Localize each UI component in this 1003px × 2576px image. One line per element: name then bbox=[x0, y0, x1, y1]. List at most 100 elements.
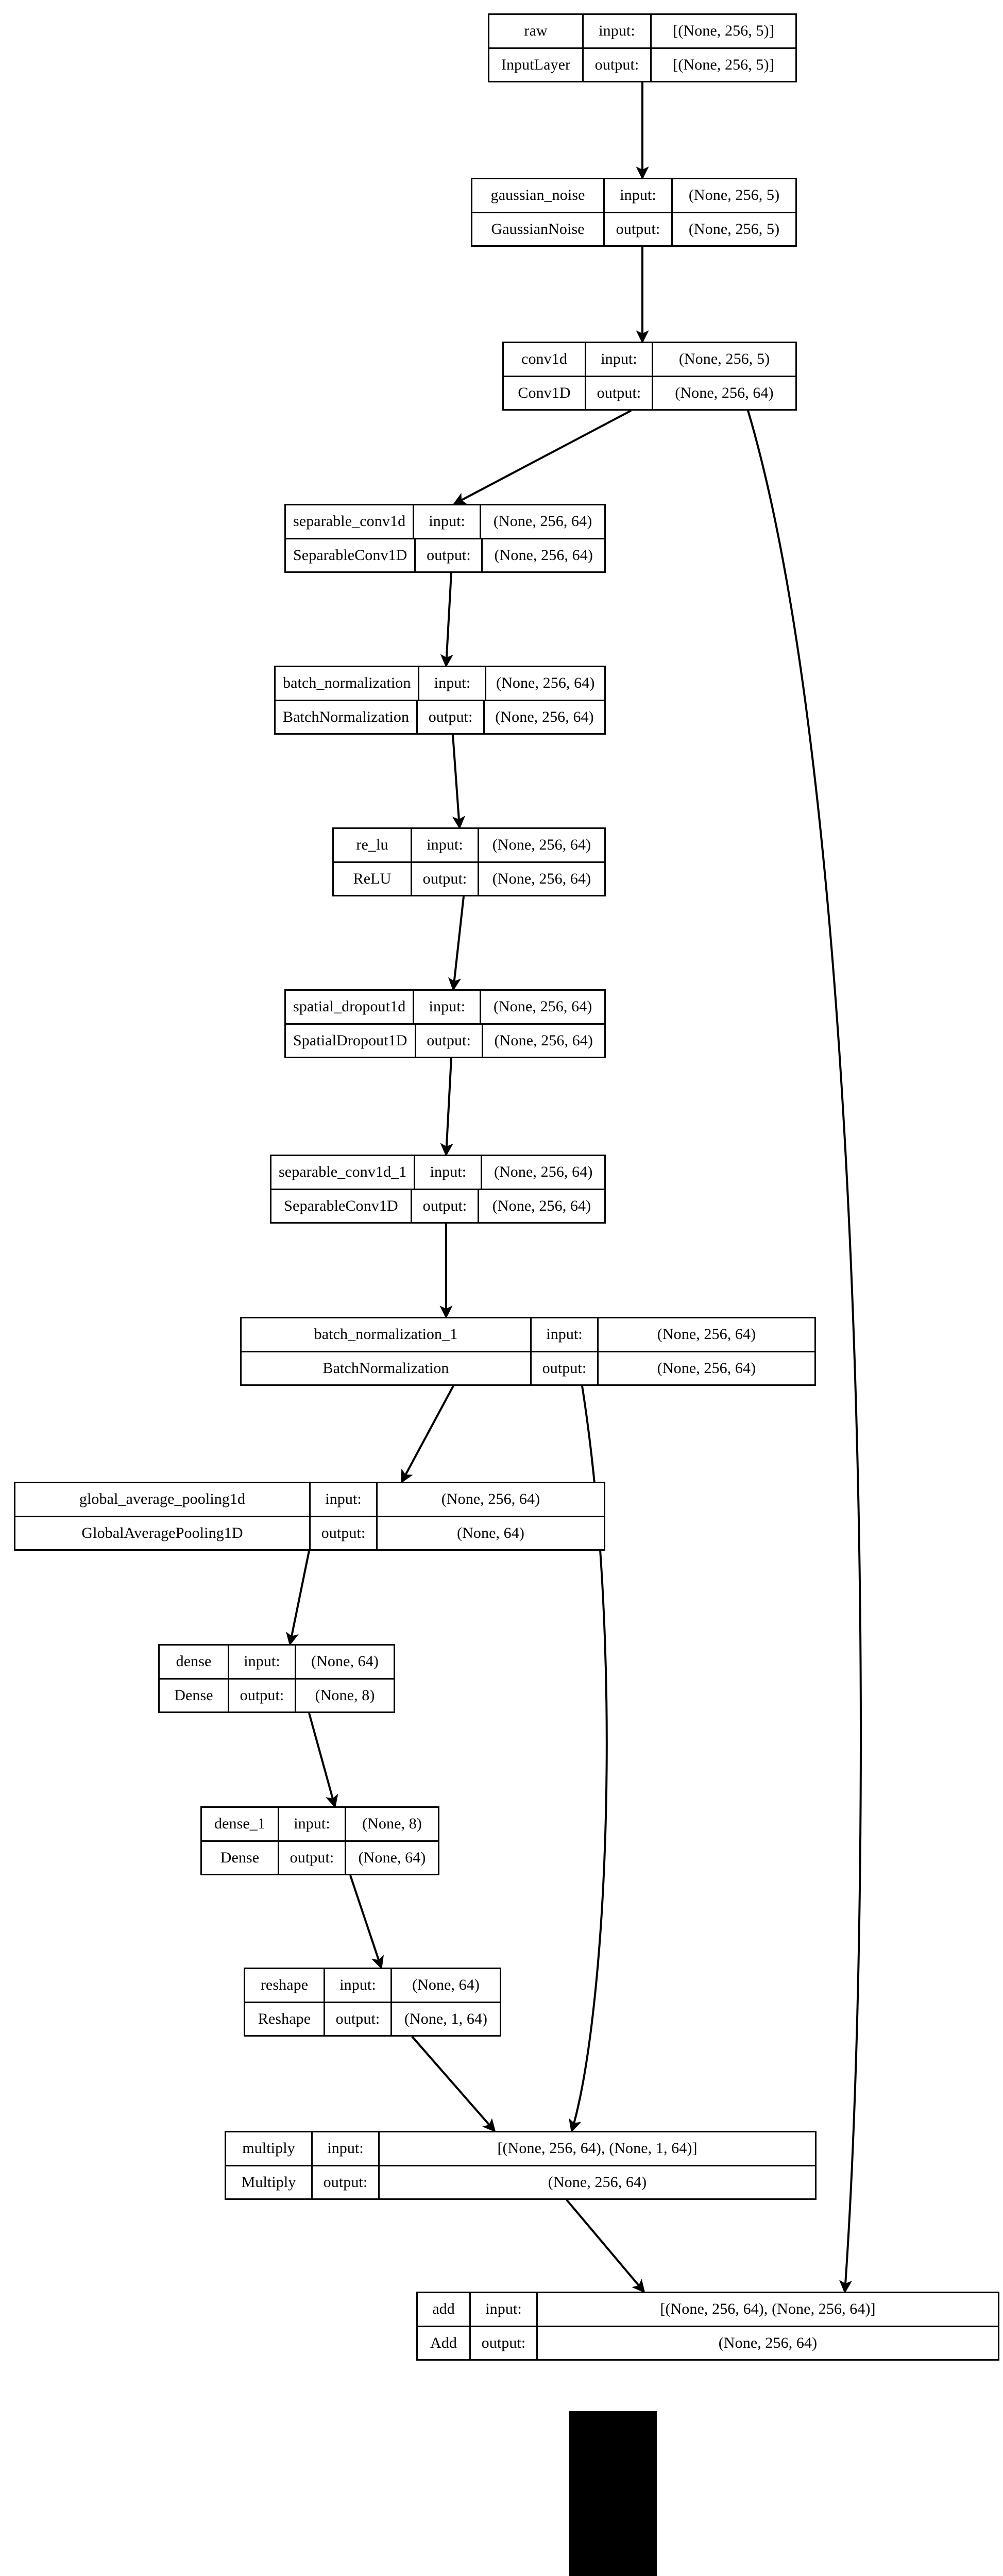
layer-class: ReLU bbox=[334, 862, 412, 895]
layer-name: multiply bbox=[226, 2132, 313, 2165]
layer-class: SeparableConv1D bbox=[271, 1190, 412, 1222]
input-label: input: bbox=[584, 15, 652, 47]
output-label: output: bbox=[229, 1679, 296, 1711]
output-arrow-shape bbox=[569, 2411, 657, 2576]
output-label: output: bbox=[471, 2327, 538, 2359]
layer-name: batch_normalization bbox=[276, 667, 420, 700]
input-label: input: bbox=[313, 2132, 380, 2165]
output-shape: (None, 1, 64) bbox=[404, 2010, 488, 2027]
output-label: output: bbox=[325, 2003, 392, 2035]
layer-class: BatchNormalization bbox=[276, 701, 418, 733]
input-label: input: bbox=[279, 1808, 346, 1840]
input-label: input: bbox=[229, 1646, 296, 1678]
output-label: output: bbox=[313, 2166, 380, 2198]
output-label: output: bbox=[412, 862, 479, 895]
output-label: output: bbox=[532, 1352, 599, 1384]
layer-class: GaussianNoise bbox=[472, 213, 605, 245]
output-shape: (None, 64) bbox=[358, 1849, 426, 1866]
output-label: output: bbox=[416, 539, 483, 571]
output-label: output: bbox=[418, 701, 485, 733]
input-label: input: bbox=[419, 667, 487, 700]
layer-name: separable_conv1d bbox=[286, 505, 415, 538]
edge-dense_1-to-reshape bbox=[349, 1875, 384, 1970]
output-shape: (None, 8) bbox=[315, 1686, 375, 1704]
input-label: input: bbox=[415, 1156, 483, 1189]
output-shape: (None, 256, 64) bbox=[657, 1359, 756, 1377]
layer-class: Conv1D bbox=[504, 377, 586, 409]
input-shape: (None, 256, 64) bbox=[496, 674, 595, 692]
layer-class: SpatialDropout1D bbox=[286, 1024, 416, 1057]
input-shape: (None, 256, 5) bbox=[678, 350, 770, 368]
output-shape: (None, 256, 64) bbox=[494, 546, 593, 564]
layer-name: reshape bbox=[245, 1969, 325, 2002]
layer-name: dense bbox=[160, 1646, 229, 1678]
input-shape: (None, 8) bbox=[362, 1815, 422, 1833]
edge-separable_conv1d-to-batch_normalization bbox=[440, 572, 453, 668]
input-label: input: bbox=[412, 829, 479, 861]
input-shape: [(None, 256, 64), (None, 256, 64)] bbox=[660, 2300, 876, 2318]
edge-reshape-to-multiply bbox=[411, 2036, 496, 2132]
edge-multiply-to-add bbox=[566, 2199, 645, 2293]
input-shape: [(None, 256, 64), (None, 1, 64)] bbox=[497, 2140, 698, 2157]
layer-class: Reshape bbox=[245, 2003, 325, 2035]
input-label: input: bbox=[586, 343, 653, 376]
input-label: input: bbox=[471, 2293, 538, 2326]
input-shape: (None, 64) bbox=[412, 1976, 480, 1994]
input-shape: (None, 256, 64) bbox=[657, 1326, 756, 1343]
layer-name: separable_conv1d_1 bbox=[271, 1156, 416, 1189]
output-label: output: bbox=[416, 1024, 483, 1057]
layer-class: InputLayer bbox=[489, 48, 584, 81]
edge-dense-to-dense_1 bbox=[308, 1713, 338, 1808]
output-shape: (None, 256, 64) bbox=[718, 2334, 818, 2351]
edge-conv1d-to-separable_conv1d bbox=[452, 410, 632, 505]
output-label: output: bbox=[311, 1517, 378, 1549]
input-label: input: bbox=[414, 991, 482, 1023]
edge-spatial_dropout1d-to-separable_conv1d_1 bbox=[440, 1058, 453, 1157]
layer-name: spatial_dropout1d bbox=[286, 991, 415, 1023]
layer-name: gaussian_noise bbox=[472, 179, 605, 212]
output-label: output: bbox=[279, 1841, 346, 1874]
layer-name: batch_normalization_1 bbox=[242, 1318, 532, 1351]
output-label: output: bbox=[586, 377, 653, 409]
input-shape: (None, 256, 64) bbox=[494, 1163, 593, 1181]
layer-name: re_lu bbox=[334, 829, 412, 861]
output-shape: (None, 256, 5) bbox=[688, 220, 780, 238]
output-shape: (None, 256, 64) bbox=[492, 1197, 591, 1214]
